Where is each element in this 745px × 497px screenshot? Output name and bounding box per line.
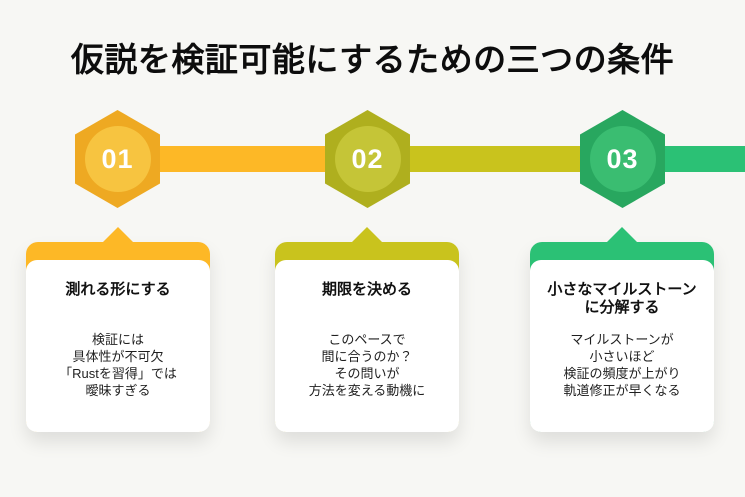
step-number-1: 01 bbox=[101, 143, 134, 174]
step-card-3-panel: 小さなマイルストーン に分解する マイルストーンが 小さいほど 検証の頻度が上が… bbox=[530, 260, 714, 432]
card-pointer-arrow-3 bbox=[606, 227, 638, 243]
step-hexagon-1: 01 bbox=[75, 110, 160, 208]
step-card-1: 測れる形にする 検証には 具体性が不可欠 「Rustを習得」では 曖昧すぎる bbox=[26, 227, 210, 432]
step-hexagon-3-circle: 03 bbox=[589, 126, 656, 192]
step-hexagon-2: 02 bbox=[325, 110, 410, 208]
step-card-1-panel: 測れる形にする 検証には 具体性が不可欠 「Rustを習得」では 曖昧すぎる bbox=[26, 260, 210, 432]
card-pointer-arrow-2 bbox=[351, 227, 383, 243]
step-card-3-body: マイルストーンが 小さいほど 検証の頻度が上がり 軌道修正が早くなる bbox=[563, 332, 681, 398]
step-card-1-title: 測れる形にする bbox=[65, 281, 171, 298]
step-number-2: 02 bbox=[351, 143, 384, 174]
step-card-2: 期限を決める このペースで 間に合うのか？ その問いが 方法を変える動機に bbox=[275, 227, 459, 432]
step-hexagon-2-circle: 02 bbox=[334, 126, 401, 192]
step-card-2-body: このペースで 間に合うのか？ その問いが 方法を変える動機に bbox=[308, 332, 426, 398]
step-card-2-panel: 期限を決める このペースで 間に合うのか？ その問いが 方法を変える動機に bbox=[275, 260, 459, 432]
step-card-3: 小さなマイルストーン に分解する マイルストーンが 小さいほど 検証の頻度が上が… bbox=[530, 227, 714, 432]
step-number-3: 03 bbox=[606, 143, 639, 174]
step-hexagon-1-circle: 01 bbox=[84, 126, 151, 192]
step-card-2-title: 期限を決める bbox=[321, 281, 412, 298]
card-pointer-arrow-1 bbox=[102, 227, 134, 243]
step-card-3-title: 小さなマイルストーン に分解する bbox=[547, 281, 697, 316]
page-title: 仮説を検証可能にするための三つの条件 bbox=[70, 41, 675, 78]
step-card-1-body: 検証には 具体性が不可欠 「Rustを習得」では 曖昧すぎる bbox=[59, 332, 177, 398]
step-hexagon-3: 03 bbox=[580, 110, 665, 208]
